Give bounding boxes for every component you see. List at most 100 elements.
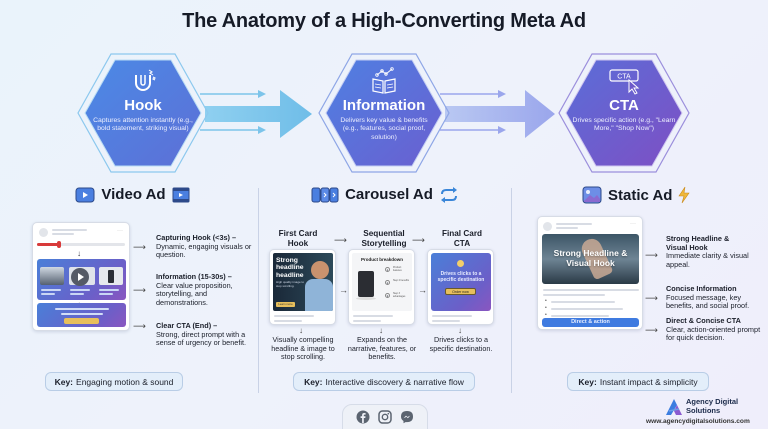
stage-cta: CTA CTA Drives specific action (e.g., "L… <box>558 53 690 173</box>
brand-url[interactable]: www.agencydigitalsolutions.com <box>646 418 750 425</box>
instagram-icon[interactable] <box>378 410 392 424</box>
more-icon[interactable]: ··· <box>630 221 636 227</box>
cta-button[interactable] <box>64 318 99 324</box>
video-point-info: Information (15-30s) – Clear value propo… <box>156 272 256 307</box>
bullet: • <box>545 298 547 304</box>
card-image: Strong headline headline High quality im… <box>273 253 333 311</box>
stage-flow: Hook Captures attention instantly (e.g.,… <box>0 48 768 180</box>
point-body: Dynamic, engaging visuals or question. <box>156 241 252 260</box>
point-heading: Strong Headline & Visual Hook <box>666 234 730 252</box>
point-heading: Concise Information <box>666 284 737 293</box>
point-body: Focused message, key benefits, and socia… <box>666 292 750 311</box>
video-progress-bar[interactable] <box>37 241 125 248</box>
key-text: Engaging motion & sound <box>76 376 174 387</box>
section-divider <box>511 188 512 393</box>
flow-line-head <box>258 126 266 134</box>
placeholder-line <box>52 229 87 231</box>
facebook-icon[interactable] <box>356 410 370 424</box>
order-now-button[interactable]: Order now <box>445 288 476 295</box>
section-header: Static Ad <box>514 186 768 204</box>
ad-image: Strong Headline & Visual Hook <box>542 234 639 284</box>
swap-arrows-icon <box>440 186 457 203</box>
stage-description: Drives specific action (e.g., "Learn Mor… <box>572 117 676 133</box>
static-point-cta: Direct & Concise CTA Clear, action-orien… <box>666 316 766 343</box>
static-key-box: Key: Instant impact & simplicity <box>567 372 709 391</box>
static-point-info: Concise Information Focused message, key… <box>666 284 766 311</box>
more-icon[interactable]: ··· <box>117 228 123 234</box>
thumbnail <box>99 267 123 285</box>
book-chart-icon <box>372 67 396 94</box>
hexagon-shape <box>318 53 450 173</box>
direct-action-button[interactable]: Direct & action <box>542 318 639 327</box>
section-title: Static Ad <box>608 186 673 204</box>
point-body: Clear, action-oriented prompt for quick … <box>666 324 761 343</box>
messenger-icon[interactable] <box>400 410 414 424</box>
card-description: Visually compelling headline & image to … <box>271 335 335 361</box>
carousel-card-story[interactable]: Product breakdown 1 2 3 Product features… <box>348 249 415 325</box>
product-image <box>358 271 374 297</box>
key-label: Key: <box>578 376 597 387</box>
stage-title: Information <box>342 97 426 114</box>
stage-description: Delivers key value & benefits (e.g., fea… <box>340 117 428 141</box>
arrow-right-icon: ⟶ <box>133 321 146 331</box>
magnet-icon <box>135 69 157 91</box>
cta-cursor-icon: CTA <box>609 69 640 95</box>
carousel-cards-icon <box>311 187 339 202</box>
carousel-card-hook[interactable]: Strong headline headline High quality im… <box>269 249 336 325</box>
carousel-card-cta[interactable]: Drives clicks to a specific destination … <box>427 249 494 325</box>
video-play-icon <box>75 187 95 202</box>
stage-title: CTA <box>609 97 639 114</box>
arrow-right-icon: ⟶ <box>133 285 146 295</box>
point-heading: Clear CTA (End) – <box>156 321 218 330</box>
arrow-right-icon: ⟶ <box>645 250 658 260</box>
card-image: Drives clicks to a specific destination … <box>431 253 491 311</box>
avatar <box>543 222 552 231</box>
video-point-hook: Capturing Hook (<3s) – Dynamic, engaging… <box>156 233 256 260</box>
card-subtext: High quality image to stop scrolling. <box>276 280 305 288</box>
key-text: Instant impact & simplicity <box>599 376 698 387</box>
sun-icon <box>457 260 464 267</box>
stage-information: Information Delivers key value & benefit… <box>318 53 450 173</box>
point-body: Strong, direct prompt with a sense of ur… <box>156 329 247 348</box>
hexagon-shape <box>558 53 690 173</box>
social-icons-bar <box>342 404 428 429</box>
step-text: Step 2 benefits <box>393 279 409 282</box>
video-cta-panel <box>37 303 126 327</box>
video-progress-handle[interactable] <box>57 241 61 248</box>
down-arrow-icon: ↓ <box>77 249 81 258</box>
bullet: • <box>545 305 547 311</box>
cta-icon-label: CTA <box>617 74 631 81</box>
card-button[interactable]: Learn more <box>276 302 295 307</box>
section-title: Carousel Ad <box>345 186 433 203</box>
step-text: Step 3 advantages <box>393 292 406 298</box>
arrow-right-icon: → <box>339 285 348 295</box>
flow-line-head <box>498 90 506 98</box>
down-arrow-icon: ↓ <box>379 326 383 335</box>
section-header: Carousel Ad <box>260 186 510 203</box>
point-body: Clear value proposition, storytelling, a… <box>156 280 233 307</box>
flow-arrow-hook-to-info <box>205 90 312 138</box>
video-key-box: Key: Engaging motion & sound <box>45 372 183 391</box>
key-label: Key: <box>54 376 74 387</box>
video-ad-mockup: ··· ↓ ↓ <box>32 222 130 331</box>
section-title: Video Ad <box>101 186 166 203</box>
step-number: 1 <box>385 267 390 272</box>
video-info-panel <box>37 259 126 300</box>
arrow-right-icon: ⟶ <box>334 235 347 245</box>
play-button[interactable] <box>71 268 89 286</box>
person-body <box>305 279 333 311</box>
arrow-right-icon: → <box>418 285 427 295</box>
video-progress-fill <box>37 243 59 246</box>
key-text: Interactive discovery & narrative flow <box>325 376 464 387</box>
step-text: Product features <box>393 266 402 272</box>
arrow-right-icon: ⟶ <box>133 242 146 252</box>
arrow-right-icon: ⟶ <box>412 235 425 245</box>
section-divider <box>258 188 259 393</box>
flow-line-head <box>258 90 266 98</box>
key-label: Key: <box>304 376 323 387</box>
arrow-right-icon: ⟶ <box>645 325 658 335</box>
